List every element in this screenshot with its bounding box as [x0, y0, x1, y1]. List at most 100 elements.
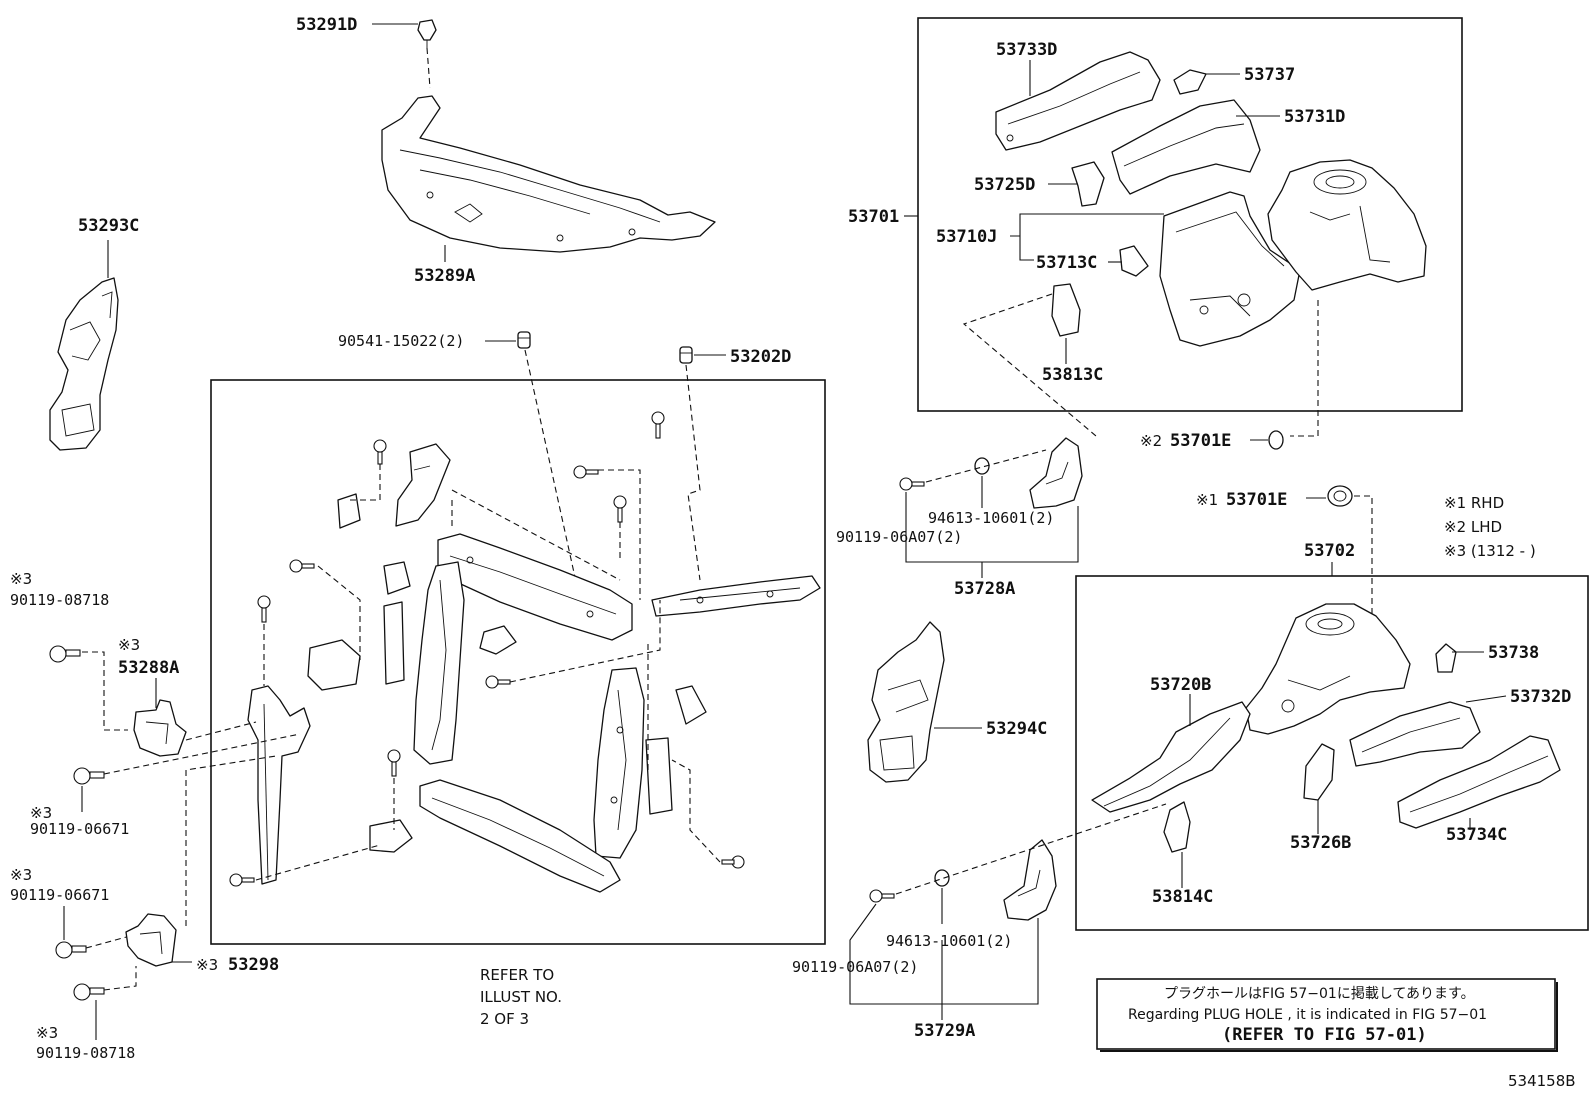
- bracket-small-b: [383, 561, 411, 595]
- grommet-53701E-rhd-inner: [1333, 490, 1347, 502]
- label-53701: 53701: [848, 207, 899, 227]
- wheel-house-53701: [1267, 159, 1427, 291]
- bracket-small-f: [675, 685, 707, 725]
- bracket-53737: [1173, 69, 1207, 95]
- label-53713C: 53713C: [1036, 253, 1097, 273]
- dash-53298-up: [185, 755, 277, 926]
- left-pillar: [413, 561, 465, 765]
- label-53293C: 53293C: [78, 216, 139, 236]
- dash-90119-08718-top: [82, 651, 128, 731]
- grommet-90541: [517, 331, 531, 349]
- dash-90119-06671-b: [85, 935, 131, 949]
- mark-90119-08718-top: ※3: [10, 570, 32, 588]
- label-53289A: 53289A: [414, 266, 475, 286]
- dash-90541: [524, 349, 581, 601]
- rail-53734C: [1397, 735, 1561, 829]
- grommet-53701E-rhd: [1327, 485, 1353, 507]
- label-53732D: 53732D: [1510, 687, 1571, 707]
- bolt-90119-06A07-top: [899, 477, 925, 491]
- label-53729A: 53729A: [914, 1021, 975, 1041]
- label-53733D: 53733D: [996, 40, 1057, 60]
- mark-90119-08718-bot: ※3: [36, 1024, 58, 1042]
- rail-53733D: [995, 51, 1161, 151]
- cover-53289A: [381, 95, 716, 253]
- label-53298: 53298: [228, 955, 279, 975]
- mark-53701E-rhd: ※1: [1196, 491, 1218, 509]
- bracket-upper-left: [395, 443, 451, 527]
- label-53701E-lhd: 53701E: [1170, 431, 1231, 451]
- note-plug-hole-ref: (REFER TO FIG 57-01): [1222, 1025, 1427, 1045]
- label-53701E-rhd: 53701E: [1226, 490, 1287, 510]
- wheel-house-53702: [1245, 603, 1411, 735]
- mark-53288A: ※3: [118, 636, 140, 654]
- grommet-53701E-lhd: [1268, 430, 1284, 450]
- lower-cross-member: [419, 779, 621, 893]
- note-plug-hole-en: Regarding PLUG HOLE , it is indicated in…: [1128, 1007, 1487, 1023]
- bolt-90119-06A07-bot: [869, 889, 895, 903]
- label-90119-06A07-bot: 90119-06A07(2): [792, 958, 918, 976]
- bracket-53288A: [133, 699, 187, 757]
- label-53738: 53738: [1488, 643, 1539, 663]
- label-53726B: 53726B: [1290, 833, 1351, 853]
- label-90119-06A07-top: 90119-06A07(2): [836, 528, 962, 546]
- lead-53728A: [905, 492, 1079, 578]
- apron-53710J: [1159, 191, 1301, 347]
- dash-94613-bot: [895, 803, 1167, 895]
- right-upper-bracket: [651, 575, 821, 617]
- bracket-53728A: [1029, 437, 1083, 509]
- box-center-radiator-support: [210, 379, 826, 945]
- dash-90119-06671-a: [103, 733, 301, 775]
- mark-90119-06671-b: ※3: [10, 866, 32, 884]
- nut-94613-top: [974, 457, 990, 475]
- rail-53731D: [1111, 99, 1261, 195]
- label-53202D: 53202D: [730, 347, 791, 367]
- upper-cross-member: [437, 533, 633, 641]
- lead-53732D: [1465, 695, 1507, 703]
- bolts-center: [229, 411, 745, 887]
- label-53725D: 53725D: [974, 175, 1035, 195]
- label-90119-08718-bot: 90119-08718: [36, 1044, 135, 1062]
- label-53288A: 53288A: [118, 658, 179, 678]
- label-53291D: 53291D: [296, 15, 357, 35]
- bracket-53298: [125, 913, 177, 967]
- legend-rhd: ※1 RHD: [1444, 494, 1504, 512]
- box-plug-hole-note: [1096, 978, 1556, 1050]
- bolt-90119-06671-b: [55, 941, 87, 959]
- refer-to-line3: 2 OF 3: [480, 1010, 529, 1028]
- mark-90119-06671-a: ※3: [30, 804, 52, 822]
- label-53813C: 53813C: [1042, 365, 1103, 385]
- label-53731D: 53731D: [1284, 107, 1345, 127]
- label-94613-top: 94613-10601(2): [928, 509, 1054, 527]
- bracket-53729A: [1003, 839, 1057, 921]
- left-side-support: [247, 685, 311, 885]
- nut-94613-bot: [934, 869, 950, 887]
- label-90119-06671-a: 90119-06671: [30, 820, 129, 838]
- bracket-small-g: [645, 737, 673, 815]
- label-90119-06671-b: 90119-06671: [10, 886, 109, 904]
- dash-53701E-rhd: [1354, 495, 1373, 660]
- label-94613-bot: 94613-10601(2): [886, 932, 1012, 950]
- dash-53202D: [685, 364, 701, 581]
- bracket-small-d: [307, 639, 361, 691]
- bracket-53726B: [1303, 743, 1335, 801]
- dash-94613-top: [925, 449, 1047, 483]
- dash-53701-to-53701E: [1290, 300, 1319, 437]
- bolt-90119-06671-a: [73, 767, 105, 785]
- bracket-small-e: [479, 625, 517, 655]
- mark-53701E-lhd: ※2: [1140, 432, 1162, 450]
- lead-53710J: [1010, 213, 1164, 261]
- label-53710J: 53710J: [936, 227, 997, 247]
- legend-date: ※3 (1312 - ): [1444, 542, 1536, 560]
- bracket-small-h: [369, 819, 413, 853]
- diagram-id: 534158B: [1508, 1072, 1576, 1090]
- label-53294C: 53294C: [986, 719, 1047, 739]
- label-53702: 53702: [1304, 541, 1355, 561]
- clip-53291D: [417, 19, 437, 48]
- bracket-53738: [1435, 643, 1457, 673]
- duct-53293C: [49, 277, 119, 451]
- bolt-90119-08718-bot: [73, 983, 105, 1001]
- right-pillar: [593, 667, 645, 859]
- refer-to-line1: REFER TO: [480, 966, 554, 984]
- bracket-53813C: [1051, 283, 1081, 337]
